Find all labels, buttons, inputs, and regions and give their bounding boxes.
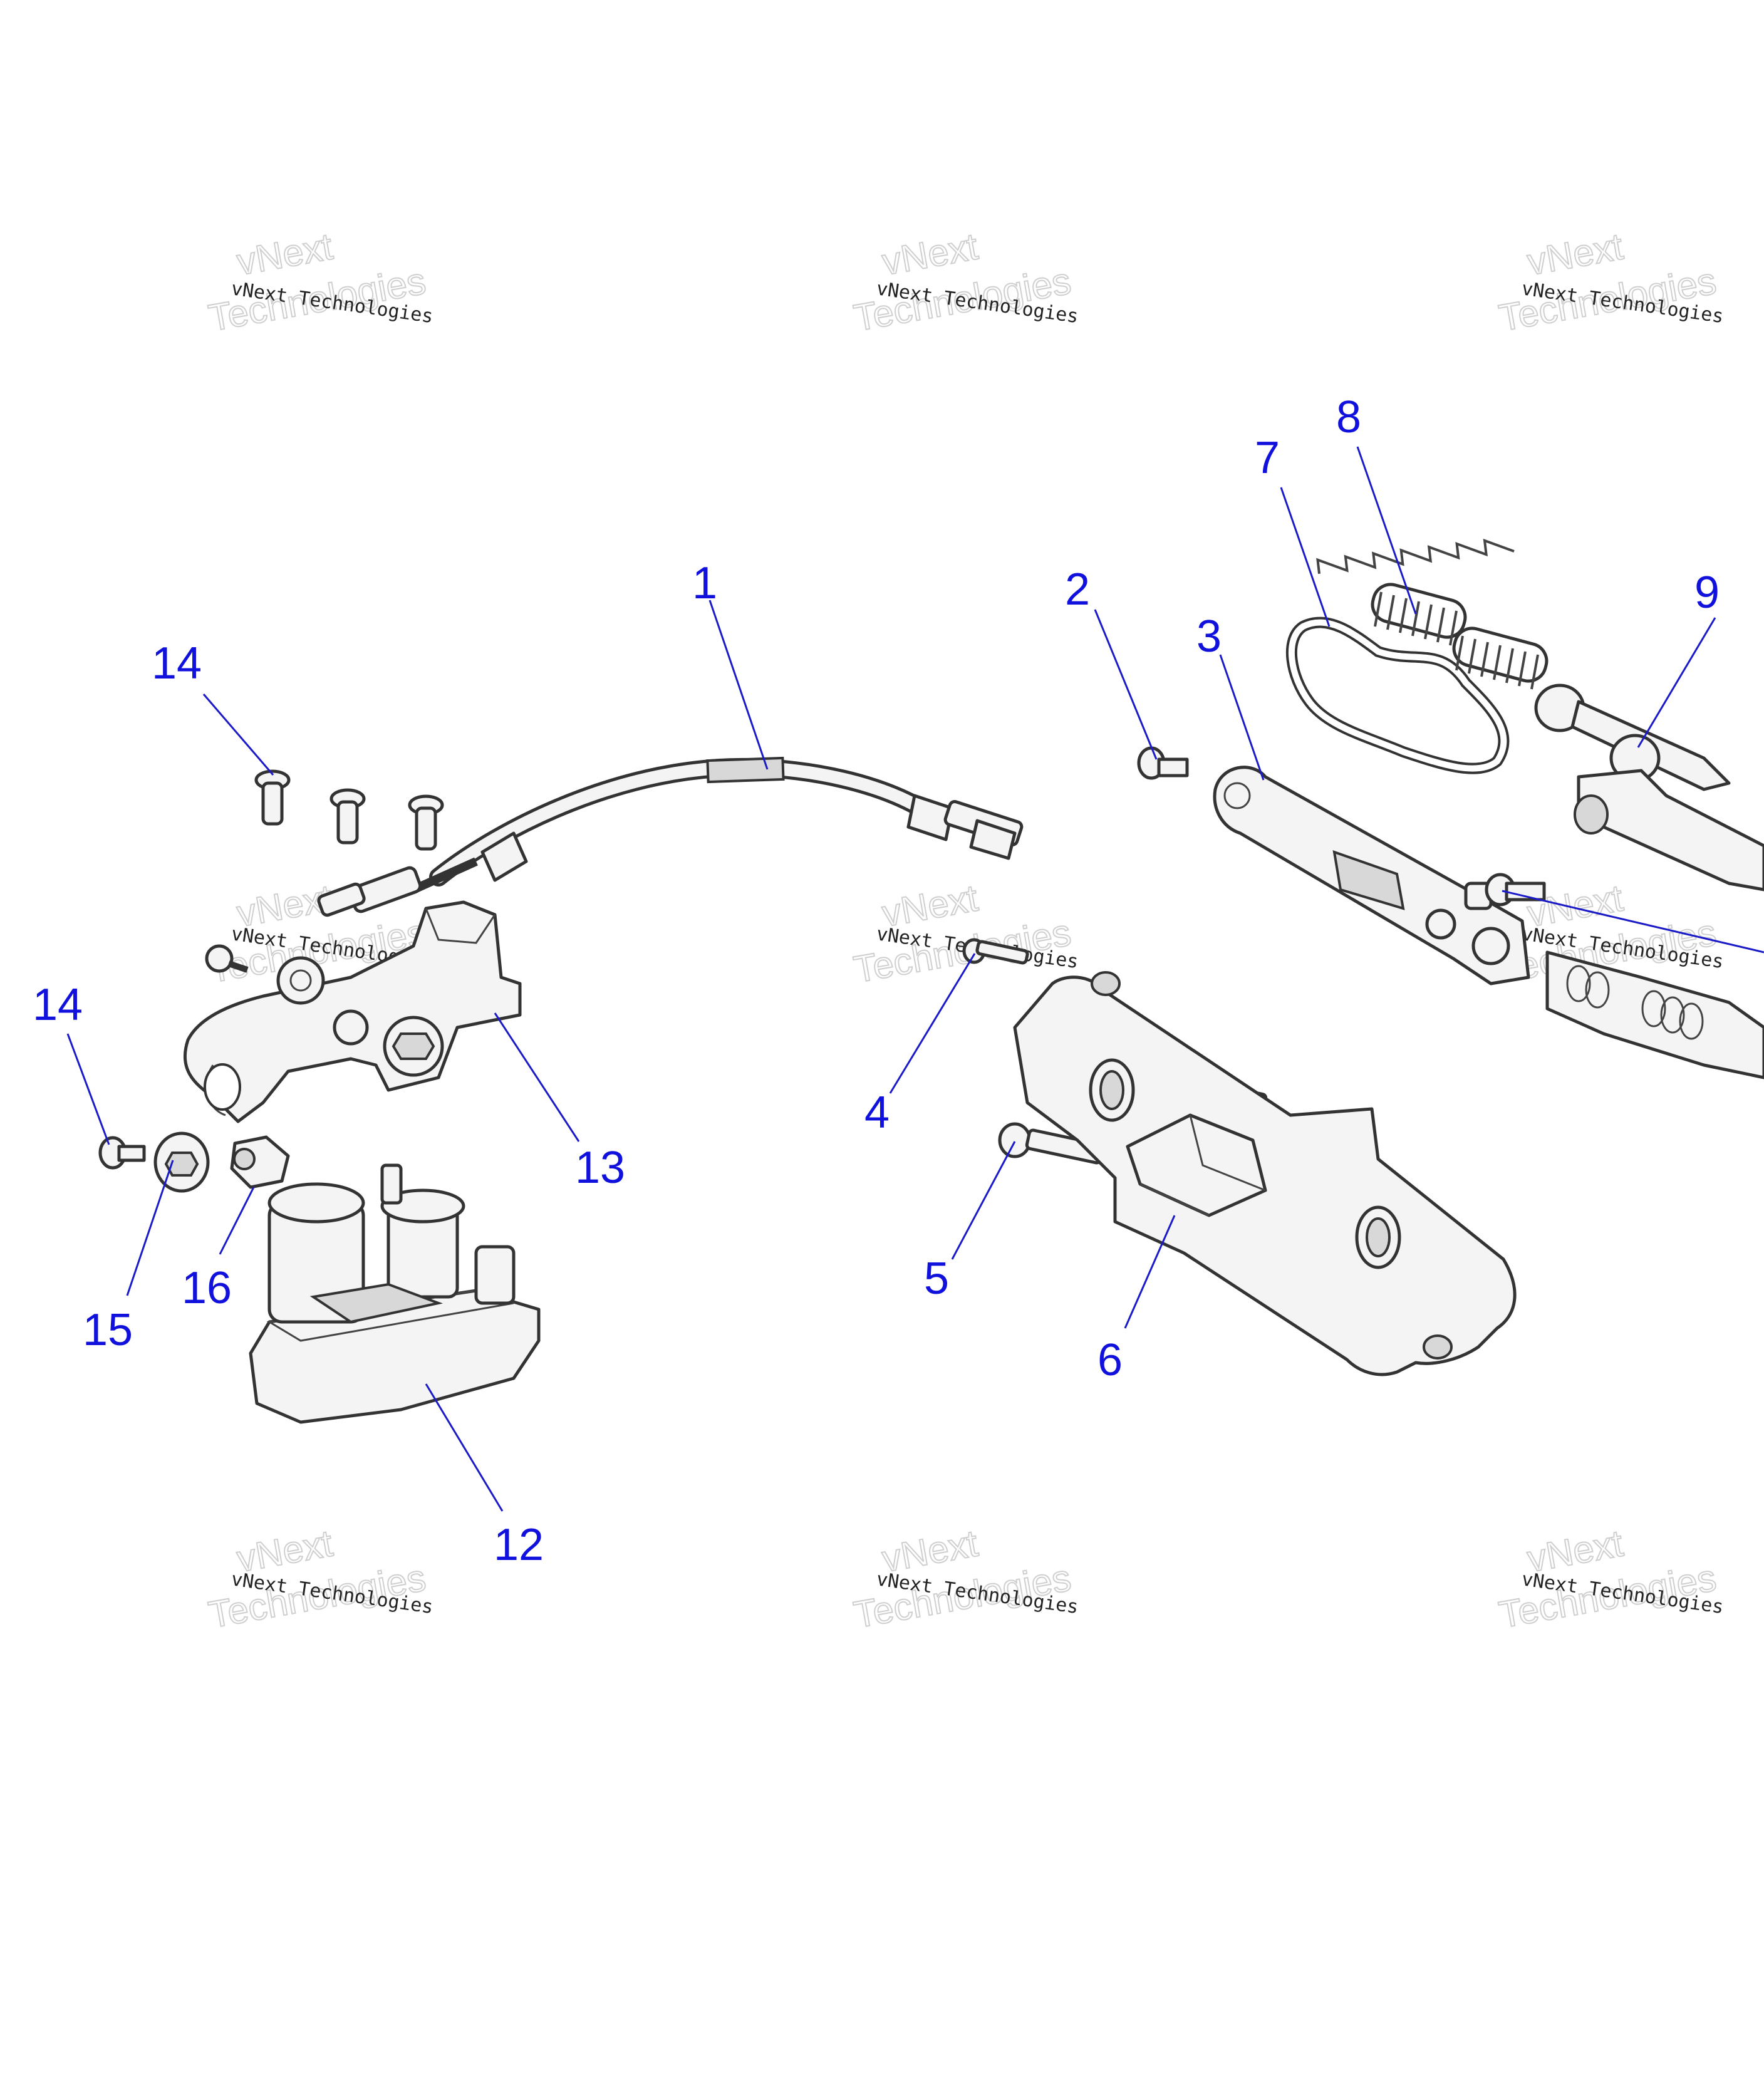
watermark-big-word: vNext (1524, 225, 1626, 283)
part-shift-housing (1013, 971, 1517, 1376)
part-actuator (249, 1163, 541, 1424)
part-seal-ring (1285, 616, 1510, 774)
part-nut (230, 1135, 290, 1189)
leader-line-6 (1124, 1215, 1176, 1329)
part-linkage-arm (1213, 766, 1530, 985)
callouts: 1 2 3 4 5 6 7 8 9 12 13 14 14 15 16 (33, 392, 1720, 1570)
callout-4: 4 (864, 1088, 890, 1138)
callout-12: 12 (494, 1520, 544, 1570)
callout-5: 5 (924, 1254, 949, 1304)
part-small-bolt (1137, 746, 1189, 780)
leader-line-14a (202, 694, 274, 776)
leader-line-2 (1094, 609, 1158, 760)
part-detent-housing-partial (1485, 873, 1764, 1079)
leader-line-13 (494, 1012, 580, 1142)
leader-line-10 (1502, 890, 1764, 954)
watermark: vNext Technologies (850, 876, 1075, 991)
leader-line-16 (219, 1187, 255, 1255)
leader-line-14b (66, 1033, 110, 1145)
leader-line-5 (951, 1141, 1016, 1260)
leader-line-8 (1356, 446, 1417, 615)
part-springs (1316, 538, 1549, 690)
callout-14-top: 14 (152, 638, 202, 689)
callout-6: 6 (1097, 1335, 1123, 1385)
watermark: vNext Technologies (205, 1521, 430, 1636)
callout-2: 2 (1065, 564, 1090, 615)
watermark-big-word: vNext (234, 225, 336, 283)
callout-15: 15 (83, 1305, 133, 1355)
part-pin (962, 938, 1029, 965)
leader-line-4 (889, 953, 976, 1094)
part-rivets (254, 769, 444, 851)
callout-1: 1 (692, 558, 717, 608)
leader-lines (66, 446, 1764, 1512)
leader-line-9 (1637, 617, 1716, 748)
leader-line-3 (1219, 654, 1265, 781)
part-washer (153, 1131, 210, 1193)
part-bracket (183, 900, 522, 1123)
leader-line-12 (425, 1383, 504, 1512)
callout-16: 16 (182, 1263, 232, 1313)
callout-7: 7 (1255, 433, 1280, 483)
leader-line-1 (708, 600, 769, 770)
callout-3: 3 (1196, 611, 1222, 662)
leader-line-15 (126, 1160, 174, 1296)
watermark: vNext Technologies (850, 1521, 1075, 1636)
part-shift-cable (317, 756, 1024, 917)
callout-8: 8 (1336, 392, 1361, 442)
callout-13: 13 (575, 1143, 625, 1193)
callout-9: 9 (1694, 568, 1720, 618)
watermark: vNext Technologies (1495, 1521, 1720, 1636)
part-detent-plungers (1534, 684, 1764, 892)
part-small-screw (98, 1136, 146, 1170)
watermark-big-word: vNext (879, 225, 981, 283)
leader-line-7 (1280, 487, 1331, 627)
callout-14-left: 14 (33, 980, 83, 1030)
